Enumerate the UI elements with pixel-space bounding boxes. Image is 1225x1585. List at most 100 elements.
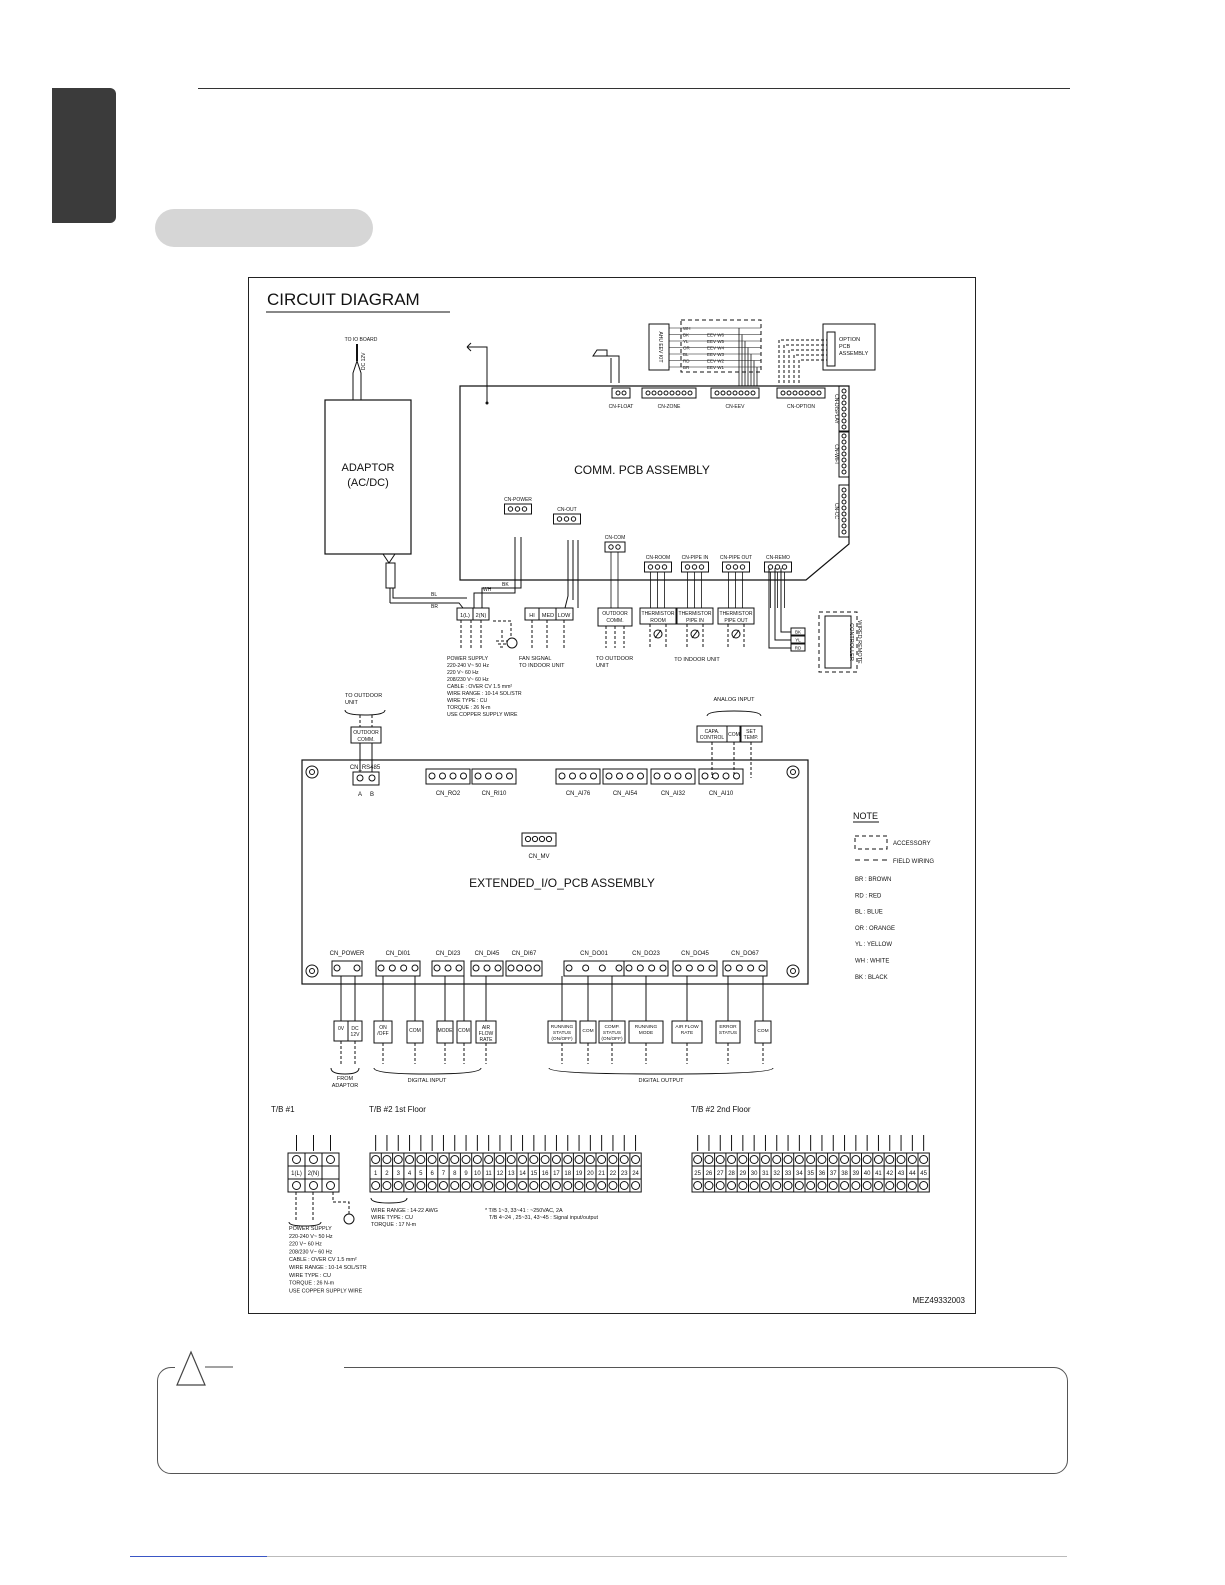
digital-input-label: AIR [482,1025,491,1031]
connector-pin [507,964,515,972]
analog-input-label: SET [746,729,756,735]
terminal-number: 7 [442,1171,446,1177]
connector-pin [674,964,682,972]
comm-pcb-board [459,385,850,581]
connector-pin [647,564,654,570]
connector-pin [659,964,667,972]
connector-pin [733,772,740,780]
fan-terminal-label: HI [529,613,535,619]
cn-mv-label: CN_MV [528,854,549,860]
rs485-to-1: TO OUTDOOR [345,693,382,699]
ext-top-connector-label: CN_AI10 [709,791,734,797]
terminal-screw [885,1155,895,1164]
terminal-number: 33 [785,1171,792,1177]
terminal-screw [506,1181,516,1190]
connector-pin [698,564,705,570]
terminal-screw [484,1155,494,1164]
ext-bottom-connector [722,960,768,977]
remote-wire-color: YL [795,638,801,643]
terminal-number: 5 [419,1171,423,1177]
thermistor-label: THERMISTOR [720,611,753,617]
connector-pin [841,388,847,394]
digital-output-label: (ON/OFF) [601,1036,623,1042]
thermistor-label: PIPE IN [686,618,704,624]
note-color-entry: BK : BLACK [855,975,888,981]
svg-text:BK: BK [502,582,509,588]
connector-pin [841,529,847,535]
ext-top-connector-label: CN_AI76 [566,791,591,797]
terminal-screw [292,1155,301,1164]
ext-bottom-connector-label: CN_DO45 [681,951,709,957]
terminal-screw [326,1181,335,1190]
digital-output-label: STATUS [603,1030,621,1036]
terminal-screw [574,1181,584,1190]
terminal-screw [783,1155,793,1164]
ext-top-connector [602,768,648,785]
terminal-screw [382,1155,392,1164]
thermistor-symbol [653,629,663,639]
terminal-screw [608,1155,618,1164]
power-supply-spec: 220-240 V~ 50 Hz [447,663,489,669]
connector-pin [841,445,847,451]
option-pcb-label-3: ASSEMBLY [839,351,869,357]
caution-icon [175,1350,233,1388]
connector-pin [494,964,502,972]
terminal-number: 9 [464,1171,468,1177]
connector-pin [533,964,541,972]
terminal-number: 21 [598,1171,605,1177]
power-terminal-label: 1(L) [460,613,470,619]
terminal-screw [450,1155,460,1164]
connector-pin [616,772,623,780]
connector-pin [750,390,756,396]
terminal-number: 36 [819,1171,826,1177]
connector-pin [615,390,621,396]
connector-pin [651,390,657,396]
connector-pin [648,964,656,972]
terminal-screw [619,1155,629,1164]
comm-lower-connector [604,541,626,553]
tb2-note: * T/B 1~3, 33~41 : ~250VAC, 2A [485,1208,563,1214]
connector-pin [691,564,698,570]
connector-pin [625,964,633,972]
terminal-screw [749,1155,759,1164]
terminal-number: 11 [486,1171,493,1177]
terminal-screw [484,1181,494,1190]
power-supply-spec: WIRE TYPE : CU [447,698,488,704]
power-supply-spec: POWER SUPPLY [447,656,489,662]
connector-pin [664,772,671,780]
connector-pin [545,835,553,843]
digital-input-label: ON [379,1025,387,1031]
document-code: MEZ49332003 [913,1296,966,1305]
terminal-number: 23 [621,1171,628,1177]
svg-text:BL: BL [431,592,437,598]
ext-bottom-connector [470,960,504,977]
analog-input-label: COM [728,732,740,738]
footer-link-rule [130,1556,267,1557]
comm-lower-connector-label: CN-COM [605,535,626,541]
connector-pin [726,390,732,396]
terminal-number: 4 [408,1171,412,1177]
terminal-screw [851,1155,861,1164]
extended-pcb-board [301,759,809,985]
connector-pin [353,964,361,972]
connector-pin [558,772,566,780]
terminal-screw [309,1155,318,1164]
note-color-entry: WH : WHITE [855,959,889,965]
comm-lower-connector-label: CN-REMO [766,555,790,561]
thermistor-label: PIPE OUT [724,618,747,624]
connector-pin [841,493,847,499]
terminal-number: 41 [875,1171,882,1177]
connector-pin [605,772,613,780]
terminal-number: 13 [508,1171,515,1177]
connector-pin [645,390,651,396]
terminal-screw [828,1155,838,1164]
note-color-entry: RD : RED [855,893,882,899]
comm-top-connector [776,387,826,399]
power-box-label: 0V [338,1026,345,1032]
eev-wire-label: EEV W5 [707,339,725,344]
connector-pin [460,772,467,780]
ext-bottom-connector-label: CN_DI45 [475,951,500,957]
rs485-terminal-b: B [370,792,374,798]
digital-output-label: (ON/OFF) [551,1036,573,1042]
digital-input-label: RATE [480,1037,494,1043]
